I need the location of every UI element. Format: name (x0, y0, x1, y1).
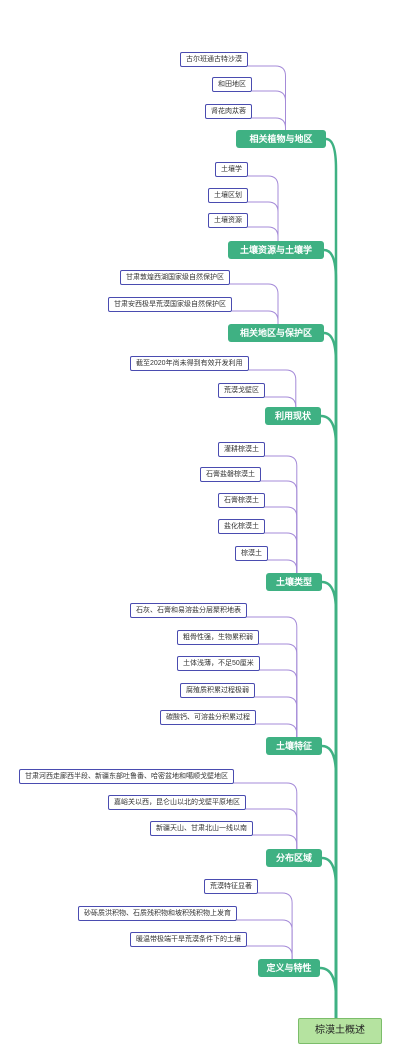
leaf-item[interactable]: 肾花肉苁蓉 (205, 104, 252, 119)
branch-utilization-status[interactable]: 利用现状 (265, 407, 321, 425)
leaf-item[interactable]: 土壤学 (215, 162, 248, 177)
leaf-item[interactable]: 甘肃安西极旱荒漠国家级自然保护区 (108, 297, 232, 312)
leaf-item[interactable]: 碳酸钙、可溶盐分积累过程 (160, 710, 256, 725)
branch-connector (319, 966, 338, 1018)
leaf-item[interactable]: 新疆天山、甘肃北山一线以南 (150, 821, 253, 836)
leaf-connector (252, 117, 286, 132)
leaf-item[interactable]: 石膏盐磐棕漠土 (200, 467, 261, 482)
leaf-item[interactable]: 砂砾质洪积物、石质残积物和坡积残积物上发育 (78, 906, 237, 921)
branch-soil-characteristics[interactable]: 土壤特征 (266, 737, 322, 755)
branch-related-plants-regions[interactable]: 相关植物与地区 (236, 130, 326, 148)
leaf-connector (230, 283, 279, 326)
leaf-connector (248, 65, 286, 132)
leaf-connector (234, 782, 298, 851)
leaf-item[interactable]: 土体浅薄，不足50厘米 (177, 656, 260, 671)
leaf-item[interactable]: 石灰、石膏和易溶盐分层聚积地表 (130, 603, 247, 618)
leaf-connector (265, 455, 298, 575)
leaf-item[interactable]: 土壤区划 (208, 188, 248, 203)
branch-soil-resources[interactable]: 土壤资源与土壤学 (228, 241, 324, 259)
leaf-connector (247, 945, 293, 961)
branch-connector (325, 137, 338, 1018)
leaf-connector (265, 396, 297, 409)
branch-soil-types[interactable]: 土壤类型 (266, 573, 322, 591)
leaf-connector (253, 834, 298, 851)
leaf-connector (248, 201, 279, 243)
leaf-item[interactable]: 灌耕棕漠土 (218, 442, 265, 457)
leaf-item[interactable]: 荒漠特征显著 (204, 879, 258, 894)
leaf-connector (249, 369, 297, 409)
leaf-item[interactable]: 暖温带极端干旱荒漠条件下的土壤 (130, 932, 247, 947)
leaf-connector (255, 696, 298, 739)
leaf-item[interactable]: 棕漠土 (235, 546, 268, 561)
leaf-connector (232, 310, 279, 326)
leaf-item[interactable]: 甘肃敦煌西湖国家级自然保护区 (120, 270, 230, 285)
leaf-connector (258, 892, 293, 961)
branch-connector (321, 744, 338, 1018)
leaf-item[interactable]: 和田地区 (212, 77, 252, 92)
leaf-connector (252, 90, 286, 132)
leaf-item[interactable]: 盐化棕漠土 (218, 519, 265, 534)
branch-connector (323, 248, 338, 1018)
leaf-connector (248, 226, 279, 243)
leaf-item[interactable]: 甘肃河西走廊西半段、新疆东部吐鲁番、哈密盆地和噶顺戈壁地区 (19, 769, 234, 784)
leaf-connector (256, 723, 298, 739)
leaf-item[interactable]: 土壤资源 (208, 213, 248, 228)
branch-distribution-areas[interactable]: 分布区域 (266, 849, 322, 867)
leaf-connector (247, 616, 298, 739)
leaf-connector (237, 919, 293, 961)
leaf-connector (246, 808, 298, 851)
leaf-item[interactable]: 截至2020年尚未得到有效开发利用 (130, 356, 249, 371)
leaf-item[interactable]: 荒漠戈壁区 (218, 383, 265, 398)
leaf-connector (268, 559, 298, 575)
leaf-connector (265, 532, 298, 575)
branch-connector (323, 331, 338, 1018)
leaf-item[interactable]: 粗骨性强，生物累积弱 (177, 630, 259, 645)
leaf-item[interactable]: 古尔班通古特沙漠 (180, 52, 248, 67)
leaf-item[interactable]: 嘉峪关以西，昆仑山以北的戈壁平原地区 (108, 795, 246, 810)
root-node[interactable]: 棕漠土概述 (298, 1018, 382, 1044)
leaf-item[interactable]: 腐殖质积累过程极弱 (180, 683, 255, 698)
branch-connector (321, 856, 338, 1018)
leaf-connector (260, 669, 298, 739)
branch-definition-properties[interactable]: 定义与特性 (258, 959, 320, 977)
leaf-item[interactable]: 石膏棕漠土 (218, 493, 265, 508)
branch-related-regions-reserves[interactable]: 相关地区与保护区 (228, 324, 324, 342)
branch-connector (321, 580, 338, 1018)
branch-connector (320, 414, 338, 1018)
leaf-connector (259, 643, 298, 739)
leaf-connector (265, 506, 298, 575)
leaf-connector (248, 175, 279, 243)
leaf-connector (261, 480, 298, 575)
